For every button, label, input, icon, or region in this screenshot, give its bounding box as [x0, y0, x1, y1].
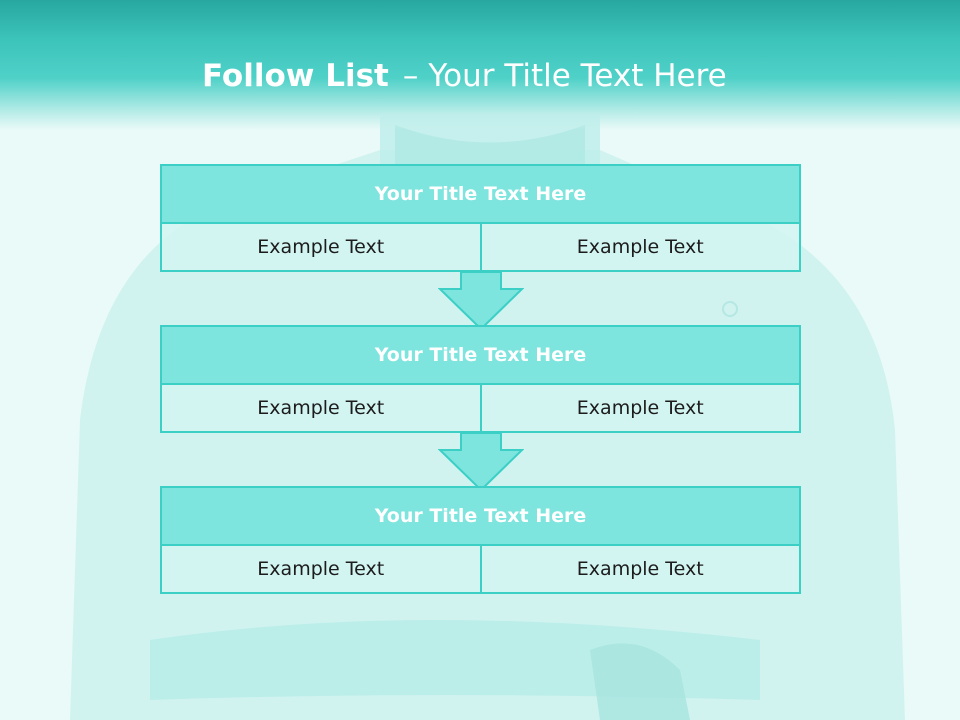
step-cell-left: Example Text [257, 558, 385, 580]
step-cell-right: Example Text [479, 385, 800, 431]
title-bold: Follow List [202, 58, 389, 94]
title-rest: Your Title Text Here [428, 58, 727, 94]
step-box-2: Your Title Text Here Example Text Exampl… [160, 325, 801, 433]
step-title: Your Title Text Here [162, 327, 799, 385]
down-arrow-icon [438, 432, 524, 492]
step-title: Your Title Text Here [162, 166, 799, 224]
step-cell-right: Example Text [479, 224, 800, 270]
step-box-3: Your Title Text Here Example Text Exampl… [160, 486, 801, 594]
step-cell-left: Example Text [257, 397, 385, 419]
down-arrow-icon [438, 271, 524, 331]
step-row: Example Text Example Text [162, 385, 799, 431]
title-banner [0, 0, 960, 130]
step-box-1: Your Title Text Here Example Text Exampl… [160, 164, 801, 272]
title-dash: – [402, 58, 419, 94]
slide-title: Follow List–Your Title Text Here [202, 54, 727, 98]
step-title: Your Title Text Here [162, 488, 799, 546]
step-row: Example Text Example Text [162, 546, 799, 592]
step-cell-right: Example Text [479, 546, 800, 592]
step-cell-left: Example Text [257, 236, 385, 258]
step-row: Example Text Example Text [162, 224, 799, 270]
